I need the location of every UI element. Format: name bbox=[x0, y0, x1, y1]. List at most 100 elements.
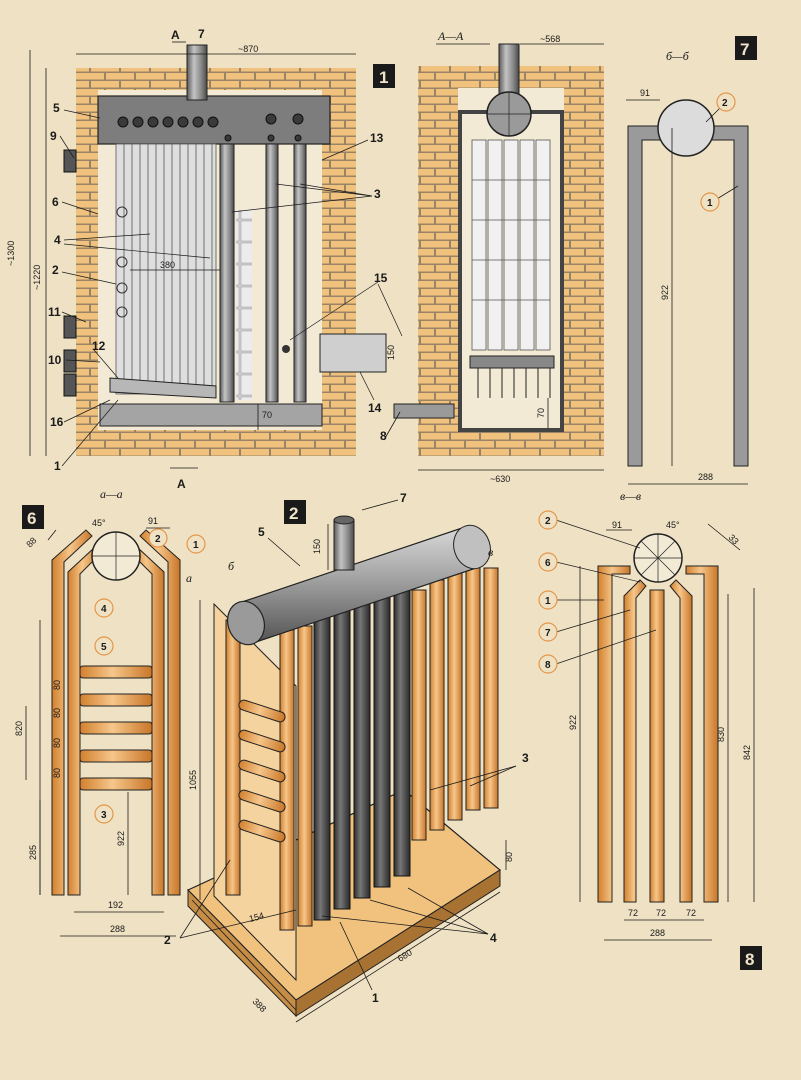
fig8-dim-288: 288 bbox=[650, 928, 665, 938]
fig2-section-v: в bbox=[488, 545, 493, 559]
fig1-label-5: 5 bbox=[53, 101, 60, 115]
fig1-dim-top: ~870 bbox=[238, 44, 258, 54]
fig6-section-aa: 6 а—а 45° 88 91 80 80 80 80 820 285 922 … bbox=[14, 487, 206, 937]
fig6-drum-cross bbox=[92, 532, 140, 580]
fig8-dim-72a: 72 bbox=[628, 908, 638, 918]
fig7-left-tube bbox=[627, 125, 661, 467]
fig2-dim-154: 154 bbox=[248, 910, 265, 924]
fig8-callouts bbox=[538, 510, 558, 674]
fig1-ash-pit bbox=[99, 403, 323, 427]
fig7-dim-bottom: 288 bbox=[698, 472, 713, 482]
fig1-label-16: 16 bbox=[50, 415, 64, 429]
fig6-dim-space-1: 80 bbox=[52, 680, 62, 690]
fig1-label-2: 2 bbox=[52, 263, 59, 277]
fig8-callout-8: 8 bbox=[545, 660, 551, 671]
figAA-title: А—А bbox=[437, 29, 464, 43]
figAA-chimney bbox=[498, 43, 520, 95]
fig2-label-3: 3 bbox=[522, 751, 529, 765]
fig7-dim-top: 91 bbox=[640, 88, 650, 98]
fig1-doors bbox=[63, 149, 77, 397]
fig8-tubes bbox=[597, 565, 719, 903]
fig1-nozzles bbox=[117, 113, 304, 142]
figAA-dim-gap: 70 bbox=[536, 408, 546, 418]
fig6-dim-285: 285 bbox=[28, 845, 38, 860]
fig2-label-7: 7 bbox=[400, 491, 407, 505]
fig1-label-14: 14 bbox=[368, 401, 382, 415]
fig1-section-arrow: А bbox=[171, 28, 180, 42]
fig7-title: б—б bbox=[666, 49, 690, 63]
fig6-dim-space-3: 80 bbox=[52, 738, 62, 748]
fig8-dim-72b: 72 bbox=[656, 908, 666, 918]
figAA-label-8: 8 bbox=[380, 429, 387, 443]
fig1-brick-bottom bbox=[76, 430, 356, 456]
fig1-label-3: 3 bbox=[374, 187, 381, 201]
figAA-tube-bank bbox=[471, 139, 551, 351]
fig6-dim-space-2: 80 bbox=[52, 708, 62, 718]
figAA-dim-top: ~568 bbox=[540, 34, 560, 44]
fig1-label-10: 10 bbox=[48, 353, 62, 367]
fig1-riser-right bbox=[293, 143, 307, 403]
fig2-label-2: 2 bbox=[164, 933, 171, 947]
fig2-section-a: а bbox=[186, 571, 192, 585]
figAA-ash-door bbox=[393, 403, 455, 419]
fig1-dim-height-inner: ~1220 bbox=[32, 265, 42, 290]
fig1-grate bbox=[109, 377, 217, 399]
fig6-dim-820: 820 bbox=[14, 721, 24, 736]
fig8-number-box bbox=[740, 946, 762, 970]
fig1-number-box bbox=[373, 64, 395, 88]
fig8-callout-6: 6 bbox=[545, 558, 551, 569]
fig1-leaders bbox=[59, 109, 403, 467]
fig1-label-7: 7 bbox=[198, 27, 205, 41]
fig1-riser-mid bbox=[265, 143, 279, 403]
fig1-side-holes bbox=[116, 206, 128, 318]
figAA-brick-bottom bbox=[418, 430, 604, 456]
fig2-back-tubes bbox=[411, 559, 499, 841]
fig7-drum bbox=[657, 99, 715, 157]
fig8-dim-72c: 72 bbox=[686, 908, 696, 918]
figAA-brick-right bbox=[564, 66, 604, 456]
figAA-dim-bottom: ~630 bbox=[490, 474, 510, 484]
figAA-brick-left bbox=[418, 66, 458, 456]
fig2-dim-80: 80 bbox=[504, 852, 514, 862]
fig1-dimension-lines bbox=[29, 41, 356, 469]
fig2-section-b: б bbox=[228, 559, 235, 573]
fig1-section-arrow-bottom: А bbox=[177, 477, 186, 491]
fig1-label-11: 11 bbox=[48, 305, 61, 319]
fig1-number: 1 bbox=[379, 68, 388, 87]
fig6-number-box bbox=[22, 505, 44, 529]
fig1-label-9: 9 bbox=[50, 129, 57, 143]
fig8-number: 8 bbox=[745, 950, 754, 969]
fig6-cross-tubes bbox=[79, 665, 153, 791]
fig8-dim-33: 33 bbox=[727, 532, 741, 546]
figAA-dim-lines bbox=[383, 43, 604, 471]
fig2-grey-tubes bbox=[313, 585, 411, 921]
fig7-callout-1: 1 bbox=[707, 198, 713, 209]
fig6-outer-right bbox=[139, 529, 181, 896]
fig1-brick-left bbox=[76, 68, 98, 456]
fig6-title: а—а bbox=[100, 487, 123, 501]
fig6-dim-91: 91 bbox=[148, 516, 158, 526]
fig6-dim-88: 88 bbox=[24, 535, 38, 549]
fig2-drum bbox=[226, 524, 491, 646]
fig6-dim-lines bbox=[25, 527, 176, 937]
fig8-drum-cross bbox=[634, 534, 682, 582]
fig6-dim-288: 288 bbox=[110, 924, 125, 934]
fig1-label-12: 12 bbox=[92, 339, 106, 353]
fig1-dim-bottom: 70 bbox=[262, 410, 272, 420]
figAA-grate-bars bbox=[477, 368, 551, 398]
figAA-side-section: А—А ~568 ~630 70 8 bbox=[380, 29, 604, 484]
fig1-dim-height-total: ~1300 bbox=[6, 241, 16, 266]
fig8-callout-7: 7 bbox=[545, 628, 551, 639]
fig2-dim-1055: 1055 bbox=[188, 770, 198, 790]
fig2-label-5: 5 bbox=[258, 525, 265, 539]
fig1-label-4: 4 bbox=[54, 233, 61, 247]
fig1-label-15: 15 bbox=[374, 271, 388, 285]
fig6-callout-1: 1 bbox=[193, 540, 199, 551]
fig8-dim-830: 830 bbox=[716, 727, 726, 742]
fig2-dim-150: 150 bbox=[312, 539, 322, 554]
fig1-riser-left bbox=[219, 143, 235, 403]
figAA-drum-cross bbox=[487, 92, 531, 136]
fig1-chimney-pipe bbox=[186, 44, 208, 101]
fig8-callout-leaders bbox=[555, 519, 657, 665]
